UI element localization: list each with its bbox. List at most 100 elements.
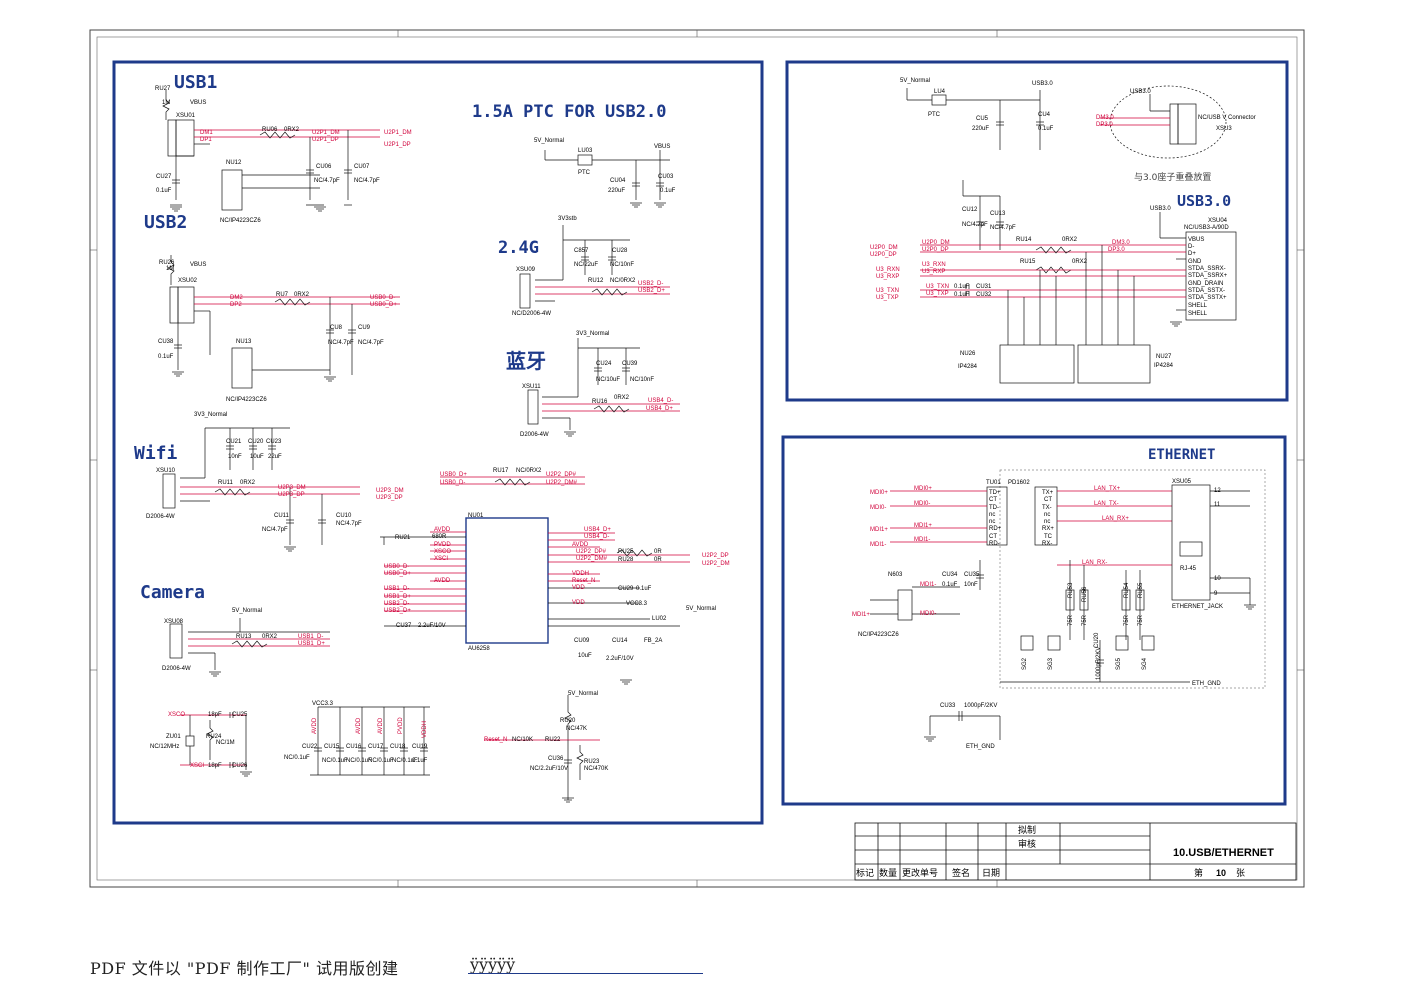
label-5v-normal-reset: 5V_Normal xyxy=(568,691,598,697)
net-vdd-a: VDD xyxy=(572,585,585,591)
label-lu4: LU4 xyxy=(934,89,946,95)
label-zu01: ZU01 xyxy=(166,734,181,740)
label-xsu05: XSU05 xyxy=(1172,479,1192,485)
label-nu26: NU26 xyxy=(960,351,976,357)
net-usb1-dp-ic: USB1_D+ xyxy=(384,594,411,600)
label-cu14: CU14 xyxy=(612,638,628,644)
label-cu20-eth-value: 1000pF/2KV xyxy=(1096,647,1102,680)
hdr-sign: 签名 xyxy=(952,867,970,879)
label-cu10-value: NC/4.7pF xyxy=(336,521,362,527)
label-cu34: CU34 xyxy=(942,572,958,578)
bluetooth-title: 蓝牙 xyxy=(506,349,546,373)
ru17-block xyxy=(440,476,585,486)
usb30-main-labels: CU12 CU13 NC/4.7pF NC/4.7pF USB3.0 XSU04… xyxy=(870,206,1229,370)
pdf-footer-note: PDF 文件以 "PDF 制作工厂" 试用版创建 xyxy=(90,959,399,978)
wifi-title: Wifi xyxy=(134,443,178,464)
label-usb30-vbus: USB3.0 xyxy=(1150,206,1171,212)
label-d2006-cam: D2006-4W xyxy=(162,666,191,672)
label-cu09-value: 10uF xyxy=(578,653,592,659)
label-ru55-value: 75R xyxy=(1138,614,1144,626)
label-cu22: CU22 xyxy=(302,744,318,750)
label-nu27-value: IP4284 xyxy=(1154,363,1174,369)
usb3-section-frame xyxy=(785,60,1289,402)
label-eth-jack: ETHERNET_JACK xyxy=(1172,604,1223,610)
label-cu31-value: 0.1uF xyxy=(954,284,970,290)
label-ptc: PTC xyxy=(578,170,591,176)
label-cu24: CU24 xyxy=(596,361,612,367)
label-lu03: LU03 xyxy=(578,148,593,154)
net-usb2-dp: USB2_D+ xyxy=(638,288,665,294)
net-u2p2-dm-n-ic: U2P2_DM# xyxy=(576,556,608,562)
label-cu12: CU12 xyxy=(962,207,978,213)
label-cu03-value: 0.1uF xyxy=(660,188,676,194)
jack-pin-9: 9 xyxy=(1214,591,1218,597)
label-cu22-value: NC/0.1uF xyxy=(284,755,310,761)
label-cu06-value: NC/4.7pF xyxy=(314,178,340,184)
net-xsco-ic: XSCO xyxy=(434,549,451,555)
label-cu15-value: NC/0.1uF xyxy=(322,758,348,764)
label-cu5-value: 220uF xyxy=(972,126,989,132)
label-ru24-value: NC/1M xyxy=(216,740,235,746)
usb30-top-block xyxy=(906,85,1227,159)
label-ru14: RU14 xyxy=(1016,237,1032,243)
net-xsco: XSCO xyxy=(168,712,185,718)
label-nu12: NU12 xyxy=(226,160,242,166)
net-lan-rxp: LAN_RX+ xyxy=(1102,516,1129,522)
label-cu29-value: 0.1uF xyxy=(636,586,652,592)
pin-tdm: TD- xyxy=(989,505,999,511)
net-mdi1p-b: MDI1+ xyxy=(914,523,932,529)
camera-title: Camera xyxy=(140,582,205,603)
pin-stda-ssrx-m: STDA_SSRX- xyxy=(1188,266,1226,272)
label-cu4-value: 0.1uF xyxy=(1038,126,1054,132)
usb30-top-labels: 5V_Normal LU4 PTC USB3.0 CU5 220uF CU4 0… xyxy=(900,78,1256,183)
net-u2p3-dp-a: U2P3_DP xyxy=(278,492,305,498)
hdr-qty: 数量 xyxy=(879,867,897,879)
net-u2p2-dp: U2P2_DP xyxy=(702,553,729,559)
label-dp1: DP1 xyxy=(200,137,212,143)
label-cu33: CU33 xyxy=(940,703,956,709)
label-cu35: CU35 xyxy=(964,572,980,578)
label-ru15: RU15 xyxy=(1020,259,1036,265)
net-avdd-a: AVDD xyxy=(312,717,318,734)
label-xsu01: XSU01 xyxy=(176,113,196,119)
net-usb1-dm: USB1_D- xyxy=(298,634,323,640)
label-cu12-value: NC/4.7pF xyxy=(962,222,988,228)
pin-ct-a: CT xyxy=(989,497,997,503)
label-sg3: SG3 xyxy=(1048,657,1054,670)
label-cu19: CU19 xyxy=(412,744,428,750)
label-5v-normal-cam: 5V_Normal xyxy=(232,608,262,614)
label-5v-normal-u3: 5V_Normal xyxy=(900,78,930,84)
net-usb1-dm-ic: USB1_D- xyxy=(384,586,409,592)
pin-nc-b: nc xyxy=(989,519,995,525)
net-usb0-dp-ic: USB0_D+ xyxy=(384,571,411,577)
label-usb30-vconn: USB3.0 xyxy=(1130,89,1151,95)
net-u2p1-dm-b: U2P1_DM xyxy=(384,130,412,136)
label-cu32-value: 0.1uF xyxy=(954,292,970,298)
usb1-labels: RU27 1M VBUS XSU01 DM1 DP1 RU06 0RX2 U2P… xyxy=(155,86,412,224)
label-ru7: RU7 xyxy=(276,292,289,298)
label-ru28-value: 0R xyxy=(654,557,662,563)
net-usb0-dp: USB0_D+ xyxy=(370,302,397,308)
label-ru06-value: 0RX2 xyxy=(284,127,300,133)
pin-nc-c: nc xyxy=(1044,512,1050,518)
label-cu9: CU9 xyxy=(358,325,371,331)
label-nu26-value: IP4284 xyxy=(958,364,978,370)
label-cu34-value: 0.1uF xyxy=(942,582,958,588)
label-d2006-wifi: D2006-4W xyxy=(146,514,175,520)
label-cu15: CU15 xyxy=(324,744,340,750)
ptc-labels: 5V_Normal VBUS LU03 PTC CU04 220uF CU03 … xyxy=(534,138,676,194)
label-ru26: RU26 xyxy=(159,260,175,266)
net-usb0-dm-link: USB0_D- xyxy=(440,480,465,486)
label-nu13-value: NC/IP4223CZ6 xyxy=(226,397,267,403)
net-mdi1m-c: MDI1- xyxy=(920,582,936,588)
net-usb1-dp: USB1_D+ xyxy=(298,641,325,647)
jack-pin-10: 10 xyxy=(1214,576,1221,582)
label-cu36: CU36 xyxy=(548,756,564,762)
usb1-title: USB1 xyxy=(174,72,217,93)
label-5v-normal-ic: 5V_Normal xyxy=(686,606,716,612)
label-18pf-b: 18pF xyxy=(208,763,222,769)
label-ncd2006: NC/D2006-4W xyxy=(512,311,551,317)
label-ru11: RU11 xyxy=(218,480,234,486)
reset-block xyxy=(484,695,600,800)
